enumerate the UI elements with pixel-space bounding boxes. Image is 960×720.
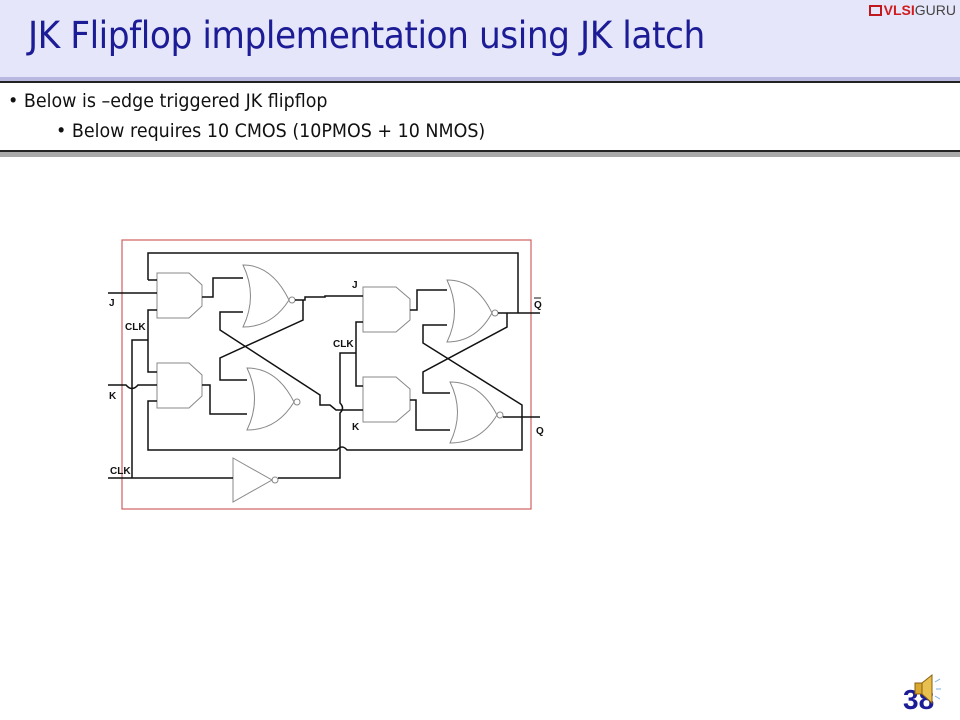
bullet-level2: • Below requires 10 CMOS (10PMOS + 10 NM…: [56, 120, 486, 142]
wire-clk-master: [131, 309, 157, 478]
label-clk-slave: CLK: [333, 339, 354, 350]
header-divider-dark: [0, 81, 960, 83]
and-gate-4: [362, 376, 411, 423]
content-divider: [0, 150, 960, 152]
nor-gate-4: [449, 381, 498, 444]
label-clk-input: CLK: [110, 466, 131, 477]
logo-text-guru: GURU: [914, 2, 956, 18]
and-gate-2: [156, 362, 203, 409]
logo-text-vlsi: VLSI: [883, 2, 915, 18]
inverter-bubble: [271, 476, 279, 484]
nor-gate-2: [246, 367, 295, 431]
nor-gate-4-bubble: [496, 411, 504, 419]
nor-gate-2-bubble: [293, 398, 301, 406]
header-divider: [0, 77, 960, 81]
nor-gate-3: [446, 279, 493, 343]
wire-nor1-and3: [295, 295, 363, 301]
nor-gate-1: [242, 264, 290, 328]
wire-and4-nor4: [410, 399, 450, 431]
wire-k-input: [108, 384, 157, 390]
and-gate-1: [156, 272, 203, 319]
wire-qbar-feedback: [147, 252, 519, 313]
label-q: Q: [536, 426, 544, 437]
label-k: K: [109, 391, 117, 402]
bullet-text: Below is –edge triggered JK flipflop: [23, 90, 328, 112]
vlsiguru-logo: VLSIGURU: [868, 2, 956, 18]
wires: [108, 252, 540, 479]
wire-and3-nor3: [410, 289, 447, 311]
speaker-icon[interactable]: [912, 672, 942, 706]
bullet-text: Below requires 10 CMOS (10PMOS + 10 NMOS…: [71, 120, 486, 142]
wire-q-feedback: [147, 400, 523, 451]
nor-gate-3-bubble: [491, 309, 499, 317]
label-j: J: [109, 298, 115, 309]
label-k-slave: K: [352, 422, 360, 433]
logo-mark-icon: [868, 5, 882, 16]
wire-and2-nor2: [202, 384, 247, 415]
nor-gate-1-bubble: [288, 296, 296, 304]
wire-inverter-out: [278, 321, 363, 479]
bullet-level1: • Below is –edge triggered JK flipflop: [8, 90, 328, 112]
content-divider-shadow: [0, 152, 960, 157]
title-band: [0, 0, 960, 77]
slide-title: JK Flipflop implementation using JK latc…: [28, 14, 705, 57]
and-gate-3: [362, 286, 411, 333]
gates: [156, 264, 504, 503]
diagram-border: [121, 239, 532, 510]
wire-cross-master: [219, 300, 363, 411]
wire-and1-nor1: [202, 277, 243, 298]
label-j-slave: J: [352, 280, 358, 291]
label-clk-master: CLK: [125, 322, 146, 333]
label-q-bar: Q: [534, 300, 542, 311]
wire-cross-slave: [422, 313, 523, 417]
inverter-gate: [232, 457, 274, 503]
